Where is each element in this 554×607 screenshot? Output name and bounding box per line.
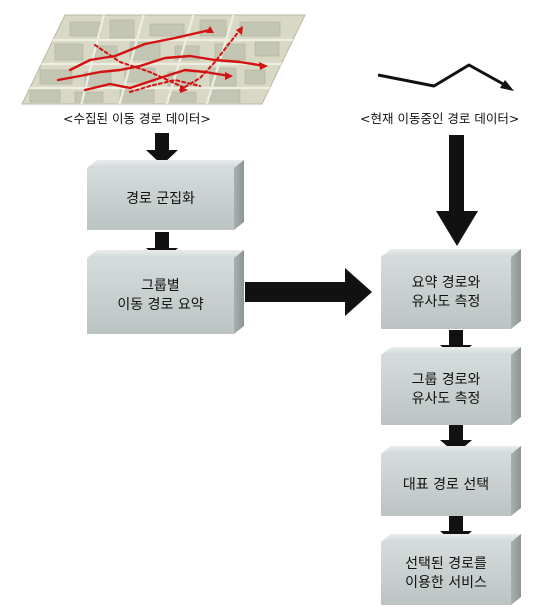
step-clustering-label: 경로 군집화 [126,190,195,207]
step-service-label: 선택된 경로를 이용한 서비스 [405,555,487,591]
step-group-similarity-label: 그룹 경로와 유사도 측정 [411,372,481,407]
box-clustering [87,160,244,230]
arrow-current-to-similarity [436,135,478,246]
map-thumbnail-icon [21,14,306,105]
box-group-summary [87,250,244,334]
box-representative [381,446,521,516]
process-boxes [87,160,521,605]
step-group-summary-label: 그룹별 이동 경로 요약 [117,278,204,313]
step-representative-label: 대표 경로 선택 [402,476,490,493]
box-group-similarity [381,347,521,425]
box-service [381,534,521,605]
trajectory-line-icon [377,63,514,91]
step-summary-similarity-label: 요약 경로와 유사도 측정 [411,275,481,310]
arrow-summary-to-similarity [245,268,372,316]
caption-current-route: <현재 이동중인 경로 데이터> [360,111,520,126]
box-summary-similarity [381,249,521,329]
arrow-collected-to-clustering [146,133,178,165]
caption-collected-routes: <수집된 이동 경로 데이터> [63,111,211,126]
